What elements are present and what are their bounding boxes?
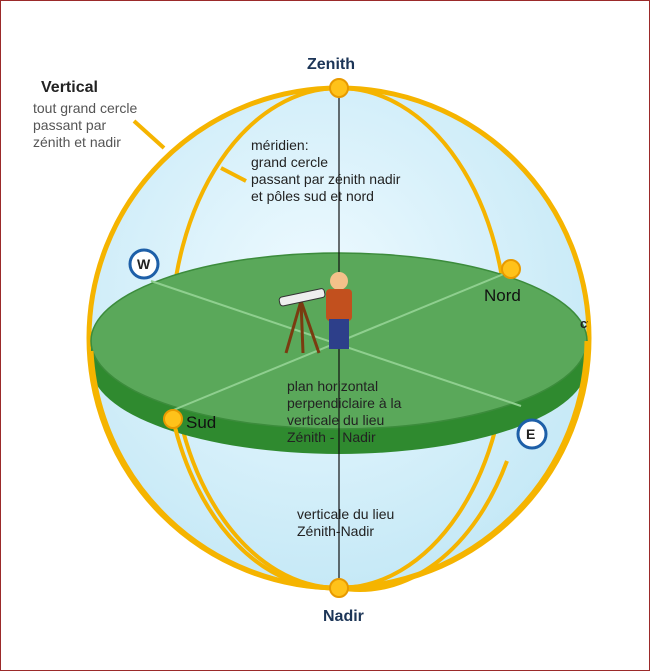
zenith-label: Zenith [307, 56, 355, 73]
north-point [501, 259, 521, 279]
meridien-line: passant par zénith nadir [251, 171, 401, 187]
west-label: W [137, 256, 151, 272]
plan-line: perpendiclaire à la [287, 395, 402, 411]
vertical-desc-line: tout grand cercle [33, 100, 138, 116]
west-badge [128, 248, 160, 280]
plan-line: Zénith - Nadir [287, 429, 376, 445]
verticale-line: verticale du lieu [297, 506, 395, 522]
nadir-point [329, 578, 349, 598]
arrow-icon [220, 166, 247, 183]
vertical-desc-line: zénith et nadir [33, 134, 121, 150]
meridien-line: méridien: [251, 137, 309, 153]
nadir-label: Nadir [323, 608, 364, 625]
clipped-text-fragment: ct [580, 316, 588, 331]
plan-line: verticale du lieu [287, 412, 385, 428]
vertical-desc-line: passant par [33, 117, 107, 133]
horizon-disc-side [91, 341, 587, 454]
arrow-icon [132, 119, 166, 150]
vertical-title: Vertical [41, 79, 98, 96]
observer-icon [278, 272, 352, 354]
plan-line: plan horizontal [287, 378, 379, 394]
zenith-point [329, 78, 349, 98]
south-label: Sud [186, 413, 217, 432]
meridien-line: et pôles sud et nord [251, 188, 374, 204]
verticale-line: Zénith-Nadir [297, 523, 375, 539]
south-point [163, 409, 183, 429]
north-label: Nord [484, 286, 521, 305]
east-label: E [526, 426, 536, 442]
meridien-line: grand cercle [251, 154, 329, 170]
east-badge [516, 418, 548, 450]
